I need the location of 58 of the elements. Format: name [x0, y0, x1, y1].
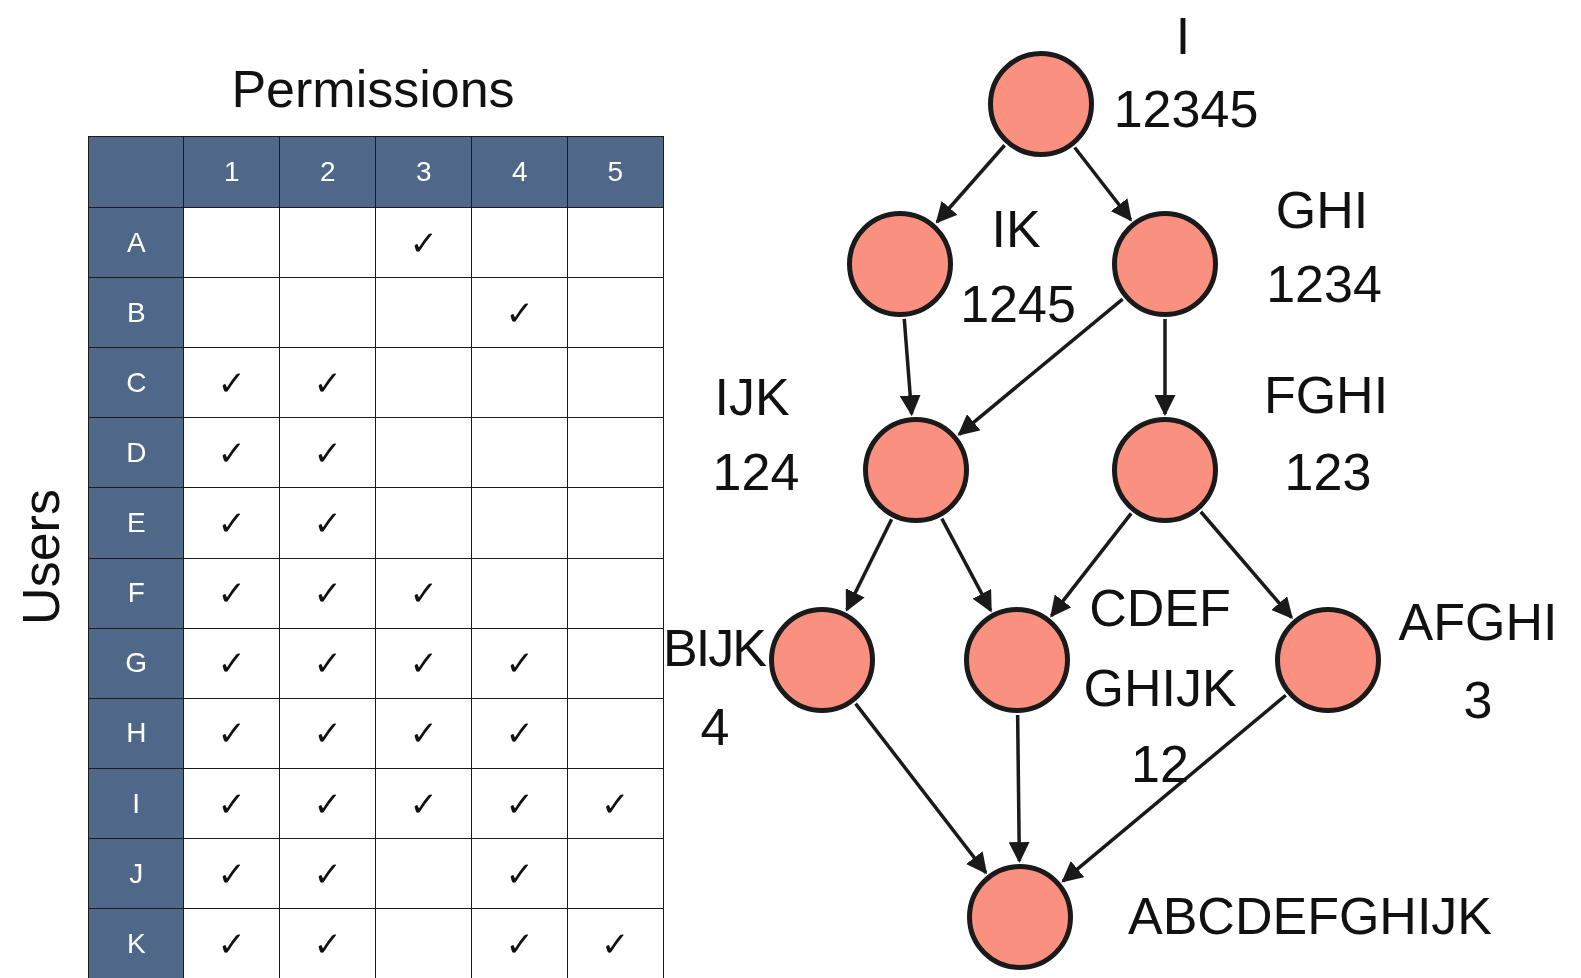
- node-label: AFGHI: [1398, 596, 1558, 648]
- node-label: 124: [712, 446, 800, 498]
- header-cell: I: [88, 767, 185, 840]
- node-label: IJK: [714, 371, 790, 423]
- header-cell: K: [88, 908, 185, 978]
- table-cell: ✓: [279, 417, 377, 489]
- node-label: GHI: [1275, 184, 1369, 236]
- header-cell: J: [88, 837, 185, 910]
- node-label: 123: [1284, 446, 1372, 498]
- arrow: [1061, 693, 1287, 883]
- arrow: [899, 318, 921, 417]
- node-label: 4: [700, 701, 728, 753]
- header-cell: A: [88, 207, 185, 279]
- header-cell: E: [88, 487, 185, 559]
- node-label: 1234: [1266, 258, 1382, 310]
- table-cell: ✓: [567, 908, 664, 978]
- arrow: [1073, 146, 1133, 222]
- table-cell: ✓: [279, 487, 377, 559]
- header-cell: F: [88, 557, 185, 630]
- header-cell: 3: [375, 136, 473, 209]
- header-cell: D: [88, 417, 185, 489]
- table-cell: ✓: [183, 347, 281, 419]
- arrow: [957, 297, 1124, 436]
- header-cell: 4: [471, 136, 569, 209]
- table-cell: ✓: [279, 347, 377, 419]
- header-cell: H: [88, 697, 185, 770]
- table-cell: ✓: [375, 207, 473, 279]
- header-cell: 2: [279, 136, 377, 209]
- header-cell: G: [88, 627, 185, 700]
- table-cell: ✓: [183, 487, 281, 559]
- table-cell: ✓: [183, 417, 281, 489]
- node-label: ABCDEFGHIJK: [1127, 890, 1493, 942]
- header-cell: 5: [567, 136, 664, 209]
- node-label: FGHI: [1263, 369, 1389, 421]
- table-cell: ✓: [471, 277, 569, 349]
- node-label: IK: [991, 203, 1041, 255]
- arrow: [1050, 512, 1133, 618]
- arrow: [845, 518, 894, 612]
- header-cell: 1: [183, 136, 281, 209]
- node-label: 1245: [960, 278, 1076, 330]
- arrow: [1008, 714, 1030, 864]
- arrow: [1154, 319, 1176, 417]
- node-label: 3: [1463, 674, 1493, 726]
- node-label: 12345: [1113, 83, 1259, 135]
- axis-title: Permissions: [231, 59, 515, 119]
- header-cell: C: [88, 347, 185, 419]
- table-cell: ✓: [567, 767, 664, 840]
- arrow: [940, 517, 993, 613]
- arrow: [854, 702, 988, 875]
- node-label: 12: [1131, 738, 1189, 790]
- node-label: I: [1175, 10, 1191, 62]
- node-label: GHIJK: [1083, 662, 1237, 714]
- node-label: BIJK: [663, 622, 765, 674]
- arrow: [935, 144, 1006, 224]
- node-label: CDEF: [1089, 582, 1231, 634]
- axis-title: Users: [11, 489, 71, 625]
- header-cell: B: [88, 277, 185, 349]
- arrow: [1199, 510, 1293, 620]
